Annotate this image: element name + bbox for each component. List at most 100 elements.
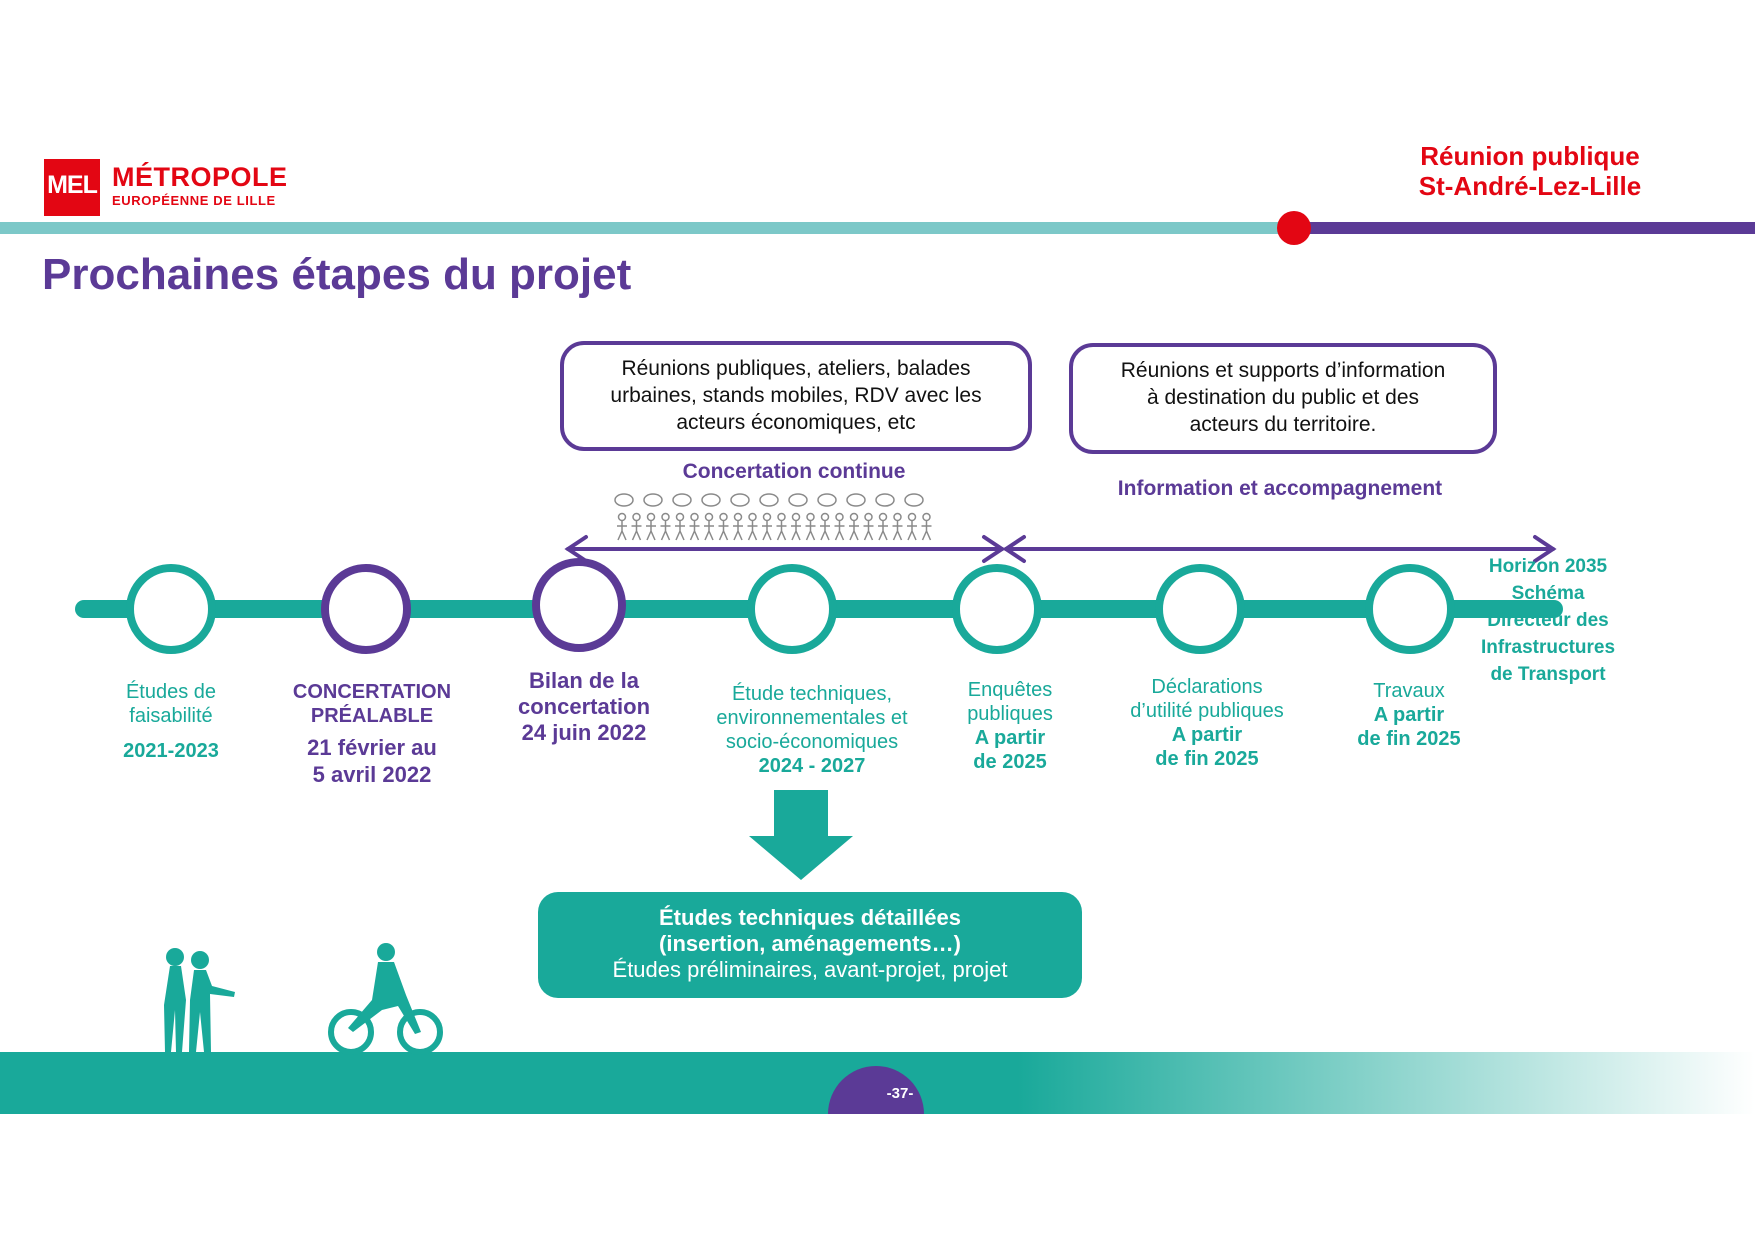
horizon-line: Schéma bbox=[1511, 583, 1585, 604]
logo-subtitle: EUROPÉENNE DE LILLE bbox=[112, 193, 276, 208]
timeline-node-1 bbox=[126, 564, 216, 654]
meeting-line-1: Réunion publique bbox=[1420, 141, 1640, 171]
step-date-line: A partir bbox=[1373, 704, 1445, 726]
crowd-figure bbox=[730, 493, 750, 541]
crowd-figure bbox=[846, 493, 866, 541]
step-date-line: de fin 2025 bbox=[1357, 728, 1461, 750]
timeline-node-6 bbox=[1155, 564, 1245, 654]
information-accompagnement-label: Information et accompagnement bbox=[1117, 477, 1443, 500]
step-date: 2021-2023 bbox=[123, 740, 219, 762]
step-label-line: Bilan de la bbox=[528, 668, 640, 693]
step-label-line: d’utilité publiques bbox=[1130, 700, 1284, 722]
logo-mark-text: MEL bbox=[47, 171, 98, 199]
crowd-illustration bbox=[614, 493, 932, 541]
step-label-line: 24 juin 2022 bbox=[521, 720, 647, 745]
crowd-figure bbox=[643, 493, 663, 541]
horizon-line: Directeur des bbox=[1487, 610, 1609, 631]
step-bilan-concertation: Bilan de la concertation 24 juin 2022 bbox=[464, 668, 704, 746]
bubble-line: urbaines, stands mobiles, RDV avec les bbox=[610, 384, 982, 407]
detail-subtitle: Études préliminaires, avant-projet, proj… bbox=[612, 957, 1008, 982]
step-declarations-utilite-publique: Déclarations d’utilité publiques A parti… bbox=[1087, 675, 1327, 771]
step-label-line: socio-économiques bbox=[725, 731, 899, 753]
information-range-arrow bbox=[1002, 535, 1557, 563]
crowd-figure bbox=[759, 493, 779, 541]
step-label-line: environnementales et bbox=[716, 707, 908, 729]
crowd-figure bbox=[614, 493, 634, 541]
crowd-figure bbox=[660, 512, 671, 541]
bubble-line: acteurs économiques, etc bbox=[676, 411, 916, 434]
step-enquetes-publiques: Enquêtes publiques A partir de 2025 bbox=[910, 678, 1110, 774]
crowd-figure bbox=[718, 512, 729, 541]
step-date: 2024 - 2027 bbox=[758, 755, 866, 777]
crowd-figure bbox=[805, 512, 816, 541]
horizon-line: Infrastructures bbox=[1480, 637, 1616, 658]
detail-title-line: Études techniques détaillées bbox=[659, 905, 961, 930]
crowd-figure bbox=[631, 512, 642, 541]
timeline-node-5 bbox=[952, 564, 1042, 654]
horizon-2035-label: Horizon 2035 Schéma Directeur des Infras… bbox=[1428, 553, 1668, 688]
step-label-line: PRÉALABLE bbox=[310, 705, 434, 727]
crowd-figure bbox=[747, 512, 758, 541]
page-number: -37- bbox=[886, 1085, 914, 1102]
crowd-figure bbox=[788, 493, 808, 541]
logo-name: MÉTROPOLE bbox=[112, 162, 288, 192]
crowd-figure bbox=[689, 512, 700, 541]
step-date-line: A partir bbox=[974, 727, 1046, 749]
crowd-figure bbox=[701, 493, 721, 541]
detail-title-line: (insertion, aménagements…) bbox=[659, 931, 961, 956]
step-label-line: publiques bbox=[967, 703, 1053, 725]
step-label-line: Études de bbox=[125, 681, 217, 703]
step-date-line: 21 février au bbox=[307, 735, 437, 760]
timeline-node-3 bbox=[532, 558, 626, 652]
bubble-line: Réunions et supports d’information bbox=[1120, 359, 1446, 382]
detailed-studies-box: Études techniques détaillées (insertion,… bbox=[538, 892, 1082, 998]
step-etudes-faisabilite: Études de faisabilité 2021-2023 bbox=[71, 680, 271, 763]
step-date-line: A partir bbox=[1171, 724, 1243, 746]
step-label-line: CONCERTATION bbox=[292, 681, 452, 703]
timeline-node-4 bbox=[747, 564, 837, 654]
step-label-line: faisabilité bbox=[129, 705, 213, 727]
information-activities-bubble: Réunions et supports d’information à des… bbox=[1069, 343, 1497, 454]
step-date-line: de 2025 bbox=[973, 751, 1047, 773]
step-label-line: concertation bbox=[517, 694, 651, 719]
crowd-figure bbox=[672, 493, 692, 541]
header-rule-dot bbox=[1277, 211, 1311, 245]
step-etudes-techniques: Étude techniques, environnementales et s… bbox=[672, 682, 952, 778]
concertation-continue-label: Concertation continue bbox=[682, 460, 906, 483]
crowd-figure bbox=[904, 493, 924, 541]
timeline-node-7 bbox=[1365, 564, 1455, 654]
horizon-line: Horizon 2035 bbox=[1488, 556, 1608, 577]
bubble-line: à destination du public et des bbox=[1146, 386, 1420, 409]
page-title: Prochaines étapes du projet bbox=[42, 250, 632, 299]
cyclist-silhouette bbox=[328, 943, 443, 1055]
step-label-line: Déclarations bbox=[1151, 676, 1263, 698]
logo-mark: MEL bbox=[44, 159, 100, 216]
bubble-line: acteurs du territoire. bbox=[1189, 413, 1377, 436]
page-number-tab bbox=[828, 1066, 924, 1114]
crowd-figure bbox=[776, 512, 787, 541]
crowd-figure bbox=[834, 512, 845, 541]
horizon-line: de Transport bbox=[1490, 664, 1606, 685]
step-date-line: 5 avril 2022 bbox=[312, 762, 432, 787]
bubble-line: Réunions publiques, ateliers, balades bbox=[621, 357, 971, 380]
timeline-node-2 bbox=[321, 564, 411, 654]
step-date-line: de fin 2025 bbox=[1155, 748, 1259, 770]
concertation-activities-bubble: Réunions publiques, ateliers, balades ur… bbox=[560, 341, 1032, 451]
step-concertation-prealable: CONCERTATION PRÉALABLE 21 février au 5 a… bbox=[252, 680, 492, 788]
meeting-line-2: St-André-Lez-Lille bbox=[1418, 171, 1642, 201]
step-label-line: Enquêtes bbox=[967, 679, 1053, 701]
walkers-silhouette bbox=[164, 948, 235, 1052]
step-travaux: Travaux A partir de fin 2025 bbox=[1309, 679, 1509, 751]
down-arrow bbox=[749, 790, 853, 880]
crowd-figure bbox=[863, 512, 874, 541]
crowd-figure bbox=[875, 493, 895, 541]
step-label-line: Travaux bbox=[1373, 680, 1445, 702]
header-rule-teal bbox=[0, 222, 1295, 234]
concertation-range-arrow bbox=[564, 535, 1006, 563]
crowd-figure bbox=[817, 493, 837, 541]
header-rule-purple bbox=[1295, 222, 1755, 234]
crowd-figure bbox=[892, 512, 903, 541]
crowd-figure bbox=[921, 512, 932, 541]
step-label-line: Étude techniques, bbox=[731, 683, 893, 705]
